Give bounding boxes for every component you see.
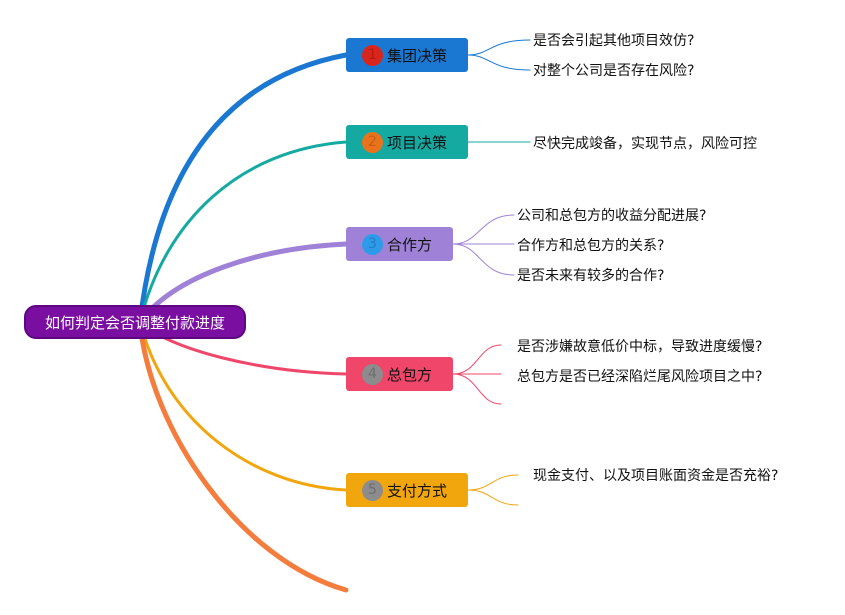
branch-line-5 xyxy=(138,320,348,492)
topic-label: 总包方 xyxy=(387,365,433,384)
number-badge-2: 2 xyxy=(362,131,383,153)
topic-label: 集团决策 xyxy=(387,46,448,65)
number-badge-3: 3 xyxy=(362,233,383,255)
topic-label: 项目决策 xyxy=(387,133,448,152)
leaf-item[interactable]: 公司和总包方的收益分配进展? xyxy=(517,208,707,224)
leaf-item[interactable]: 合作方和总包方的关系? xyxy=(517,238,665,254)
leaf-connector xyxy=(467,54,531,71)
topic-project-decision[interactable]: 2 项目决策 xyxy=(346,125,468,159)
topic-general-contractor[interactable]: 4 总包方 xyxy=(346,357,453,391)
leaf-item[interactable]: 是否会引起其他项目效仿? xyxy=(533,33,695,49)
leaf-connector xyxy=(452,373,502,405)
branch-line-extra xyxy=(137,319,349,593)
leaf-connector xyxy=(467,39,531,56)
leaf-item[interactable]: 现金支付、以及项目账面资金是否充裕? xyxy=(533,468,779,484)
leaf-item[interactable]: 是否涉嫌故意低价中标，导致进度缓慢? xyxy=(517,339,763,355)
leaf-item[interactable]: 总包方是否已经深陷烂尾风险项目之中? xyxy=(517,369,763,385)
leaf-connector xyxy=(452,243,515,276)
leaf-item[interactable]: 对整个公司是否存在风险? xyxy=(533,63,695,79)
leaf-connector xyxy=(452,344,502,375)
topic-label: 支付方式 xyxy=(387,481,448,500)
branch-line-2 xyxy=(138,140,348,324)
topic-group-decision[interactable]: 1 集团决策 xyxy=(346,38,468,72)
leaf-connector xyxy=(467,489,519,506)
topic-payment-method[interactable]: 5 支付方式 xyxy=(346,473,468,507)
root-topic-label: 如何判定会否调整付款进度 xyxy=(44,313,225,332)
number-badge-4: 4 xyxy=(362,363,383,385)
leaf-item[interactable]: 是否未来有较多的合作? xyxy=(517,268,665,284)
topic-partner[interactable]: 3 合作方 xyxy=(346,227,453,261)
leaf-connector xyxy=(452,214,515,245)
root-topic[interactable]: 如何判定会否调整付款进度 xyxy=(24,305,246,339)
number-badge-5: 5 xyxy=(362,479,383,501)
topic-label: 合作方 xyxy=(387,235,433,254)
number-badge-1: 1 xyxy=(362,44,383,66)
leaf-item[interactable]: 尽快完成竣备，实现节点，风险可控 xyxy=(533,136,757,152)
branch-line-1 xyxy=(137,52,349,325)
leaf-connector xyxy=(467,474,519,491)
